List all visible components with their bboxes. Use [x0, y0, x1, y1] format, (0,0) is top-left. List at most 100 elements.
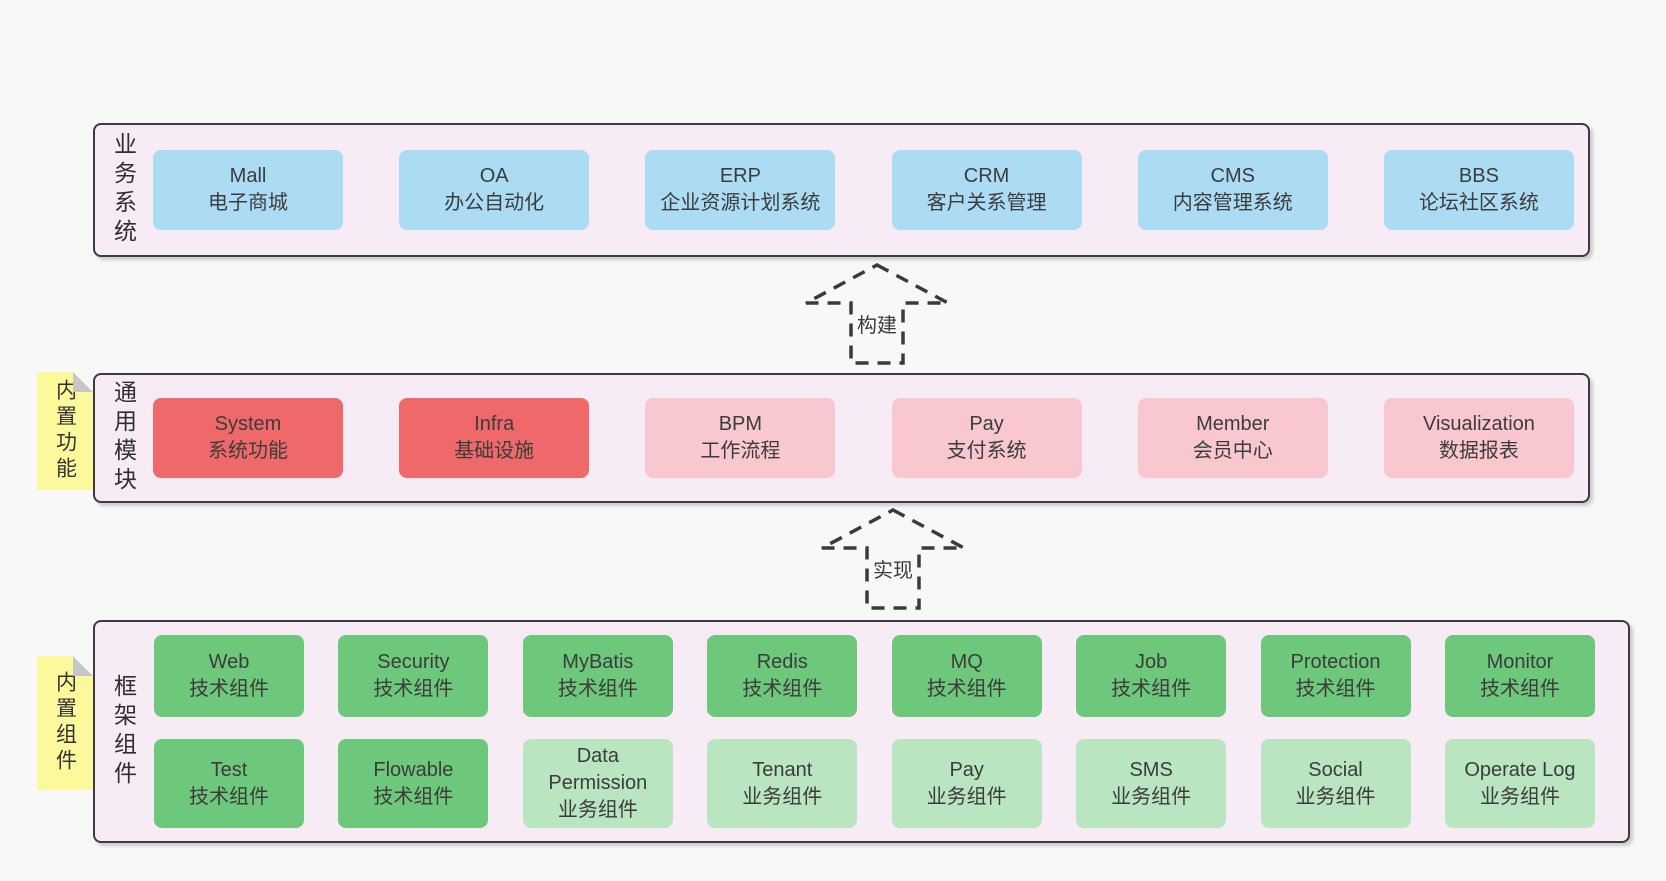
box-crm: CRM 客户关系管理 [891, 150, 1082, 230]
box-title: Flowable [373, 758, 454, 781]
section-label-column: 通用模块 [95, 375, 151, 501]
box-flowable: Flowable 技术组件 [338, 739, 489, 828]
box-title: Visualization [1422, 413, 1535, 435]
box-subtitle: 技术组件 [1111, 678, 1192, 700]
box-title: Test [210, 758, 248, 781]
box-subtitle: 业务组件 [926, 785, 1007, 808]
box-subtitle: 技术组件 [373, 785, 454, 808]
box-subtitle: 技术组件 [189, 678, 269, 700]
box-visualization: Visualization 数据报表 [1383, 398, 1574, 478]
box-erp: ERP 企业资源计划系统 [645, 150, 836, 230]
arrow-implement: 实现 [818, 506, 968, 612]
sticky-note-text: 内置组件 [53, 671, 77, 775]
box-subtitle: 论坛社区系统 [1418, 192, 1539, 214]
box-title: ERP [719, 165, 761, 187]
business-box-row: Mall 电子商城 OA 办公自动化 ERP 企业资源计划系统 CRM 客户关系… [151, 150, 1588, 230]
box-redis: Redis 技术组件 [707, 635, 858, 717]
box-subtitle: 技术组件 [373, 678, 454, 700]
box-subtitle: 业务组件 [1295, 785, 1376, 808]
box-title: SMS [1129, 758, 1173, 781]
section-label-column: 框架组件 [95, 622, 151, 841]
box-title: System [214, 413, 282, 435]
box-title: Mall [229, 165, 267, 187]
box-title: Social [1308, 758, 1363, 781]
section-components-label: 框架组件 [110, 673, 137, 790]
box-bpm: BPM 工作流程 [645, 398, 836, 478]
components-box-row-2: Test 技术组件 Flowable 技术组件 Data Permission … [151, 739, 1628, 828]
box-operate-log: Operate Log 业务组件 [1444, 739, 1595, 828]
box-title: Tenant [752, 758, 813, 781]
section-label-column: 业务系统 [95, 125, 151, 255]
box-pay-system: Pay 支付系统 [891, 398, 1082, 478]
box-title: CMS [1210, 165, 1255, 187]
sticky-note-builtin-features: 内置功能 [37, 372, 93, 490]
box-subtitle: 技术组件 [1295, 678, 1376, 700]
box-title: BBS [1458, 165, 1499, 187]
box-subtitle: 技术组件 [926, 678, 1007, 700]
box-subtitle: 办公自动化 [444, 192, 545, 214]
box-subtitle: 客户关系管理 [926, 192, 1047, 214]
box-subtitle: 电子商城 [208, 192, 288, 214]
box-title: Web [208, 651, 250, 673]
section-business-systems: 业务系统 Mall 电子商城 OA 办公自动化 ERP 企业资源计划系统 CRM [93, 123, 1590, 257]
box-subtitle: 技术组件 [742, 678, 823, 700]
box-data-permission: Data Permission 业务组件 [522, 739, 673, 828]
box-mq: MQ 技术组件 [891, 635, 1042, 717]
box-subtitle: 技术组件 [557, 678, 638, 700]
box-subtitle: 企业资源计划系统 [660, 192, 821, 214]
box-subtitle: 业务组件 [1479, 785, 1560, 808]
arrow-build-label: 构建 [853, 307, 901, 339]
box-title: Data Permission [548, 745, 648, 794]
modules-box-row: System 系统功能 Infra 基础设施 BPM 工作流程 Pay 支付系统… [151, 398, 1588, 478]
folded-corner-icon [73, 372, 93, 392]
box-cms: CMS 内容管理系统 [1137, 150, 1328, 230]
box-social: Social 业务组件 [1260, 739, 1411, 828]
box-title: BPM [718, 413, 763, 435]
box-title: Redis [756, 651, 808, 673]
box-subtitle: 业务组件 [1111, 785, 1192, 808]
box-monitor: Monitor 技术组件 [1444, 635, 1595, 717]
up-arrow-icon [821, 508, 965, 610]
box-title: OA [479, 165, 509, 187]
box-title: Monitor [1486, 651, 1554, 673]
box-subtitle: 技术组件 [1479, 678, 1560, 700]
box-subtitle: 内容管理系统 [1172, 192, 1293, 214]
box-title: CRM [963, 165, 1010, 187]
section-framework-components: 框架组件 Web 技术组件 Security 技术组件 MyBatis 技术组件… [93, 620, 1630, 843]
box-pay-component: Pay 业务组件 [891, 739, 1042, 828]
box-mybatis: MyBatis 技术组件 [522, 635, 673, 717]
box-title: Operate Log [1464, 758, 1576, 781]
box-sms: SMS 业务组件 [1076, 739, 1227, 828]
box-tenant: Tenant 业务组件 [707, 739, 858, 828]
components-box-row-1: Web 技术组件 Security 技术组件 MyBatis 技术组件 Redi… [151, 635, 1628, 717]
sticky-note-builtin-components: 内置组件 [37, 656, 93, 790]
box-title: Protection [1290, 651, 1381, 673]
box-oa: OA 办公自动化 [399, 150, 590, 230]
box-title: Pay [949, 758, 984, 781]
box-subtitle: 会员中心 [1192, 440, 1273, 462]
box-title: Security [377, 651, 450, 673]
section-business-label: 业务系统 [110, 132, 137, 248]
box-subtitle: 基础设施 [454, 440, 535, 462]
box-title: MQ [950, 651, 983, 673]
box-subtitle: 工作流程 [700, 440, 781, 462]
box-system: System 系统功能 [153, 398, 343, 478]
box-member: Member 会员中心 [1137, 398, 1328, 478]
arrow-implement-label: 实现 [869, 552, 917, 584]
box-subtitle: 技术组件 [189, 785, 269, 808]
box-subtitle: 支付系统 [946, 440, 1027, 462]
box-infra: Infra 基础设施 [399, 398, 590, 478]
sticky-note-text: 内置功能 [53, 379, 77, 483]
box-title: Member [1196, 413, 1270, 435]
box-subtitle: 数据报表 [1438, 440, 1519, 462]
box-title: MyBatis [562, 651, 634, 673]
arrow-build: 构建 [802, 261, 952, 367]
box-job: Job 技术组件 [1076, 635, 1227, 717]
box-protection: Protection 技术组件 [1260, 635, 1411, 717]
box-bbs: BBS 论坛社区系统 [1383, 150, 1574, 230]
box-title: Infra [474, 413, 515, 435]
folded-corner-icon [73, 656, 93, 676]
box-title: Job [1134, 651, 1168, 673]
box-security: Security 技术组件 [338, 635, 489, 717]
